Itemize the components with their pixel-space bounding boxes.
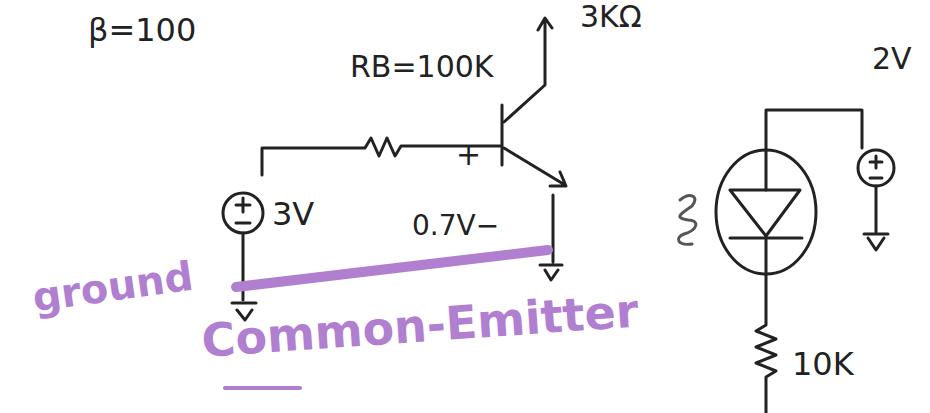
- resistor-label: 10K: [792, 348, 854, 380]
- voltage-label: 2V: [872, 44, 912, 74]
- transistor-collector: [504, 18, 552, 122]
- voltage-source: [223, 193, 263, 233]
- note-text: Common-Emitter: [200, 287, 640, 363]
- source-ground: [864, 186, 888, 250]
- transistor-base: [501, 105, 504, 165]
- diode-top-wire: [766, 110, 862, 190]
- note-text: ground: [30, 256, 195, 318]
- transistor-emitter: [504, 148, 566, 186]
- source-signs: [236, 198, 250, 223]
- underline: [225, 386, 300, 390]
- ground-highlight: [236, 250, 548, 287]
- resistor-label: RB=100K: [350, 52, 494, 82]
- scribble: [678, 196, 695, 245]
- resistor-label: 3KΩ: [580, 2, 642, 32]
- base-resistor: [262, 138, 500, 175]
- voltage-label: 3V: [272, 198, 314, 230]
- voltage-source: [858, 150, 894, 186]
- diode-symbol: [730, 190, 802, 238]
- emitter-ground: [540, 195, 562, 280]
- source-signs: [870, 156, 882, 178]
- polarity-sign: +: [456, 140, 481, 170]
- beta-label: β=100: [88, 14, 196, 46]
- voltage-label: 0.7V−: [412, 212, 499, 240]
- resistor-symbol: [756, 238, 776, 413]
